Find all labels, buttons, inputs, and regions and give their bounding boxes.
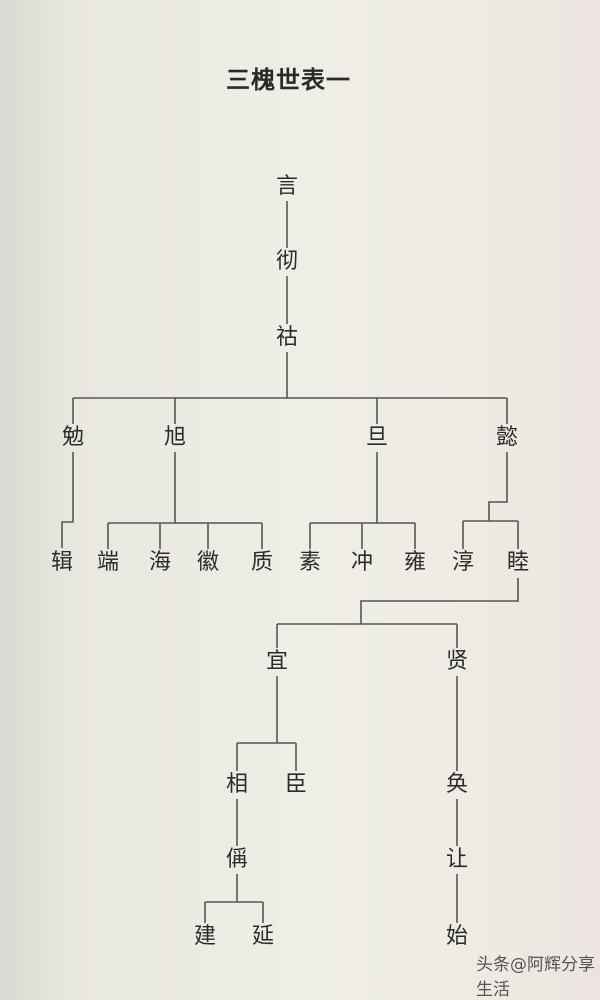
person-node-duan: 端 [96,550,119,575]
person-node-ji: 辑 [50,550,73,575]
connector-mu-trunk [360,578,519,624]
person-node-mu: 睦 [506,550,529,575]
person-node-huan: 奂 [445,772,468,797]
person-node-yan: 言 [275,174,298,199]
watermark: 头条@阿辉分享生活 [476,955,595,1000]
person-node-mian: 勉 [61,425,84,450]
person-node-jian: 建 [193,924,216,949]
person-node-che: 彻 [275,249,298,274]
person-node-xiang: 相 [225,772,248,797]
person-node-yi2: 宜 [265,649,288,674]
person-node-chen: 臣 [284,772,307,797]
person-node-yong: 雍 [403,550,426,575]
person-node-hui: 徽 [196,550,219,575]
person-node-zhi: 质 [250,550,273,575]
person-node-shi: 始 [445,924,468,949]
person-node-rang: 让 [445,847,468,872]
person-node-chong: 冲 [350,550,373,575]
person-node-dan: 旦 [365,425,388,450]
person-node-su: 素 [298,550,321,575]
person-node-hu: 祜 [275,325,298,350]
person-node-yan2: 延 [251,924,274,949]
connector-mian-ji [61,452,74,548]
person-node-cheng: 偁 [225,847,248,872]
person-node-hai: 海 [148,550,171,575]
person-node-xu: 旭 [163,425,186,450]
chart-title: 三槐世表一 [226,66,351,94]
connector-yi4-trunk [488,452,508,521]
person-node-yi4: 懿 [495,425,518,450]
person-node-chun: 淳 [451,550,474,575]
person-node-xian: 贤 [445,649,468,674]
